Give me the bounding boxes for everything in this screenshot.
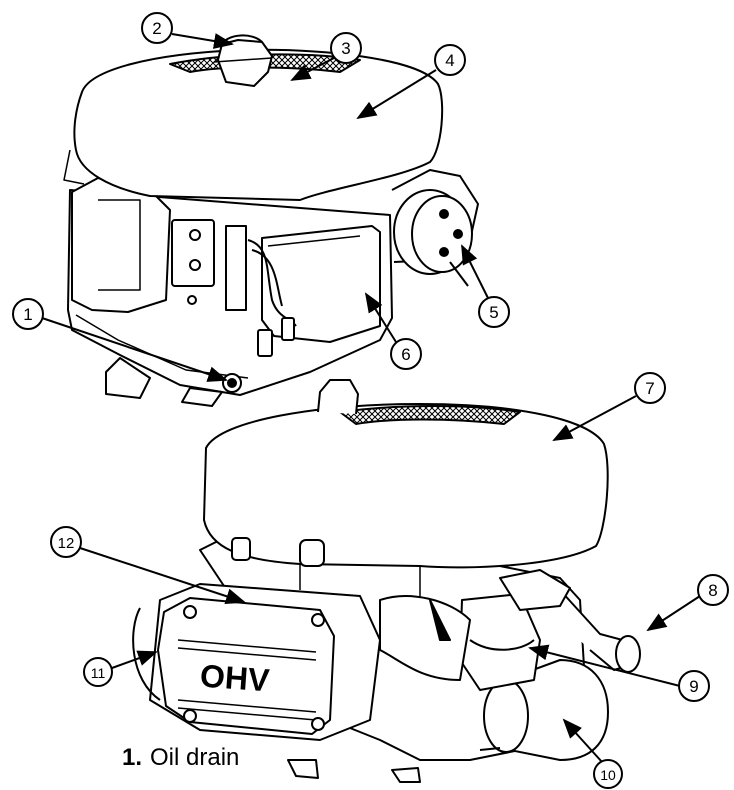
callout-3: 3 <box>290 32 362 81</box>
callout-1: 1 <box>12 298 228 382</box>
svg-text:4: 4 <box>445 51 454 70</box>
svg-text:5: 5 <box>489 303 498 322</box>
callout-7: 7 <box>552 372 666 441</box>
callout-11: 11 <box>83 650 158 687</box>
legend-text: Oil drain <box>150 744 240 771</box>
bottom-engine: OHV <box>132 379 641 783</box>
svg-text:9: 9 <box>689 677 698 696</box>
svg-text:3: 3 <box>341 39 350 58</box>
callout-10: 10 <box>562 718 623 789</box>
svg-text:11: 11 <box>91 665 106 681</box>
svg-text:2: 2 <box>152 19 161 38</box>
legend-item-1: 1. Oil drain <box>122 744 239 772</box>
engine-left-block <box>71 177 171 313</box>
svg-text:7: 7 <box>645 379 654 398</box>
mount-plate <box>171 219 215 287</box>
callout-4: 4 <box>356 44 466 120</box>
callout-5: 5 <box>461 244 510 328</box>
svg-text:1: 1 <box>23 305 32 324</box>
bottom-grille <box>339 405 521 425</box>
svg-text:8: 8 <box>708 581 717 600</box>
ohv-badge: OHV <box>199 658 271 699</box>
callout-2: 2 <box>141 12 234 49</box>
svg-text:10: 10 <box>600 767 616 783</box>
callout-6: 6 <box>364 292 422 370</box>
blower-housing <box>261 225 381 343</box>
svg-text:6: 6 <box>401 345 410 364</box>
top-engine-shroud <box>73 48 444 201</box>
top-engine <box>63 34 479 407</box>
callout-8: 8 <box>646 574 729 632</box>
callout-9: 9 <box>528 644 710 702</box>
bottom-engine-shroud <box>203 403 609 569</box>
callout-12: 12 <box>50 526 246 604</box>
svg-text:12: 12 <box>58 535 75 552</box>
legend-number: 1. <box>122 744 143 771</box>
